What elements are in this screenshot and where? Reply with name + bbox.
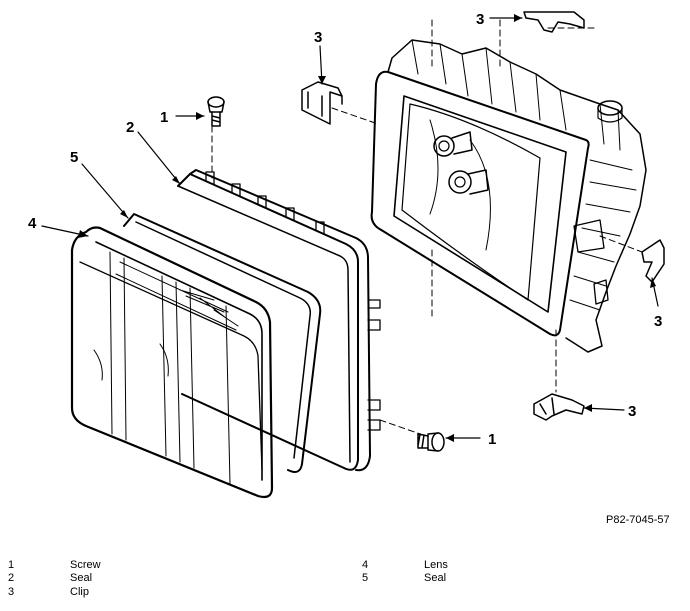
legend-part-name: Clip — [70, 586, 89, 598]
lens — [70, 226, 274, 499]
callout-seal-lens: 5 — [70, 149, 78, 166]
legend-part-name: Seal — [70, 572, 93, 584]
screw-top — [207, 96, 225, 127]
legend-part-name: Lens — [424, 559, 448, 571]
legend-number: 5 — [362, 572, 369, 584]
clip-right — [641, 239, 665, 283]
reference-code: P82-7045-57 — [606, 514, 670, 526]
clip-top-right — [523, 11, 585, 33]
callout-screw-top: 1 — [160, 109, 168, 126]
legend-number: 1 — [8, 559, 15, 571]
parts-legend: 1 Screw 2 Seal 3 Clip 4 Lens 5 Seal — [0, 558, 690, 611]
clip-top-left — [301, 81, 343, 125]
screw-bottom — [417, 432, 445, 452]
callout-seal-frame: 2 — [126, 119, 134, 136]
callout-clip-top-left: 3 — [314, 29, 322, 46]
callout-lens: 4 — [28, 215, 37, 232]
headlamp-housing — [370, 39, 647, 353]
callout-clip-top-right: 3 — [476, 11, 484, 28]
callout-screw-bottom: 1 — [488, 431, 496, 448]
callout-clip-right: 3 — [654, 313, 662, 330]
frame-seal — [177, 169, 381, 472]
callout-clip-bottom: 3 — [628, 403, 636, 420]
clip-bottom — [533, 393, 585, 421]
lens-seal — [123, 213, 322, 473]
legend-part-name: Screw — [70, 559, 101, 571]
headlamp-exploded-diagram: 1 2 5 4 3 3 3 3 1 — [28, 11, 665, 499]
legend-part-name: Seal — [424, 572, 447, 584]
leader-lines — [41, 17, 659, 439]
legend-number: 3 — [8, 586, 15, 598]
legend-number: 2 — [8, 572, 15, 584]
leader-arrowheads — [78, 14, 656, 442]
legend-number: 4 — [362, 559, 369, 571]
